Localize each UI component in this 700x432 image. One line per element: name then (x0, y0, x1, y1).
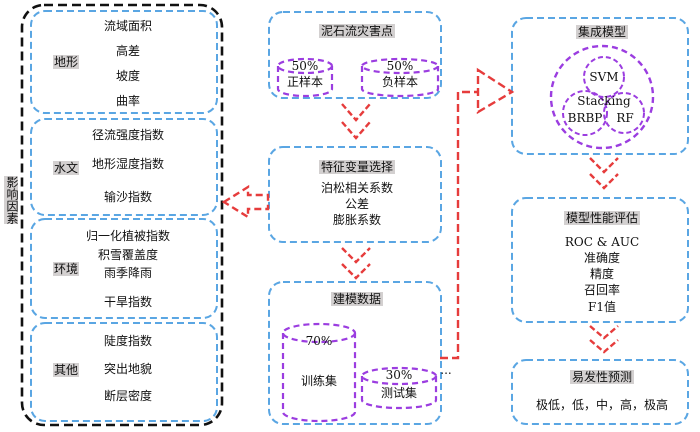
category-label-other: 其他 (52, 363, 80, 377)
svm-circle (583, 56, 625, 98)
negative-sample-cylinder (360, 66, 440, 98)
positive-sample-top (276, 57, 334, 75)
category-label-terrain: 地形 (52, 55, 80, 69)
ensemble-box (511, 17, 689, 155)
factor-item: 干旱指数 (103, 295, 153, 309)
arrow-ensemble-to-evaluation (589, 157, 619, 190)
train-pct: 70% (305, 334, 333, 348)
feature-item: 公差 (344, 197, 370, 211)
debris-title: 泥石流灾害点 (318, 24, 396, 38)
ensemble-title: 集成模型 (575, 25, 629, 39)
metric-item: 精度 (589, 267, 615, 281)
positive-label: 正样本 (286, 75, 324, 89)
test-label: 测试集 (380, 386, 418, 400)
test-pct: 30% (385, 368, 413, 382)
factor-item: 雨季降雨 (103, 266, 153, 280)
group-box-environment (30, 218, 218, 319)
prediction-box (511, 359, 689, 425)
feature-title: 特征变量选择 (318, 160, 396, 174)
factor-item: 陡度指数 (103, 334, 153, 348)
modeling-title: 建模数据 (330, 292, 384, 306)
metric-item: 准确度 (583, 251, 621, 265)
brbp-circle (562, 90, 608, 136)
negative-label: 负样本 (381, 75, 419, 89)
modeling-box (268, 281, 442, 425)
negative-pct: 50% (386, 59, 414, 73)
model-stacking: Stacking (577, 94, 631, 108)
arrow-debris-to-feature (341, 103, 371, 140)
group-box-other (30, 322, 218, 422)
train-label: 训练集 (300, 374, 338, 388)
arrow-evaluation-to-prediction (589, 325, 619, 354)
category-label-environment: 环境 (52, 262, 80, 276)
feature-item: 泊松相关系数 (320, 181, 394, 195)
positive-pct: 50% (291, 59, 319, 73)
arrow-feature-to-influence (221, 184, 270, 220)
group-box-hydrology (30, 118, 218, 216)
model-rf: RF (616, 111, 634, 125)
category-label-hydrology: 水文 (52, 161, 80, 175)
positive-sample-cylinder (276, 66, 334, 98)
influence-outer-frame (20, 3, 224, 427)
prediction-levels: 极低，低，中，高，极高 (535, 398, 669, 412)
factor-item: 径流强度指数 (91, 128, 165, 142)
metric-item: ROC & AUC (564, 235, 640, 249)
factor-item: 流域面积 (103, 19, 153, 33)
factor-item: 曲率 (115, 94, 141, 108)
prediction-title: 易发性预测 (569, 370, 635, 384)
ensemble-outer-circle (549, 44, 655, 150)
test-cylinder (360, 376, 438, 410)
evaluation-title: 模型性能评估 (563, 211, 641, 225)
negative-sample-top (360, 57, 440, 75)
group-box-terrain (30, 10, 218, 114)
arrow-modeling-to-ensemble (440, 67, 515, 360)
model-svm: SVM (589, 70, 619, 84)
factor-item: 断层密度 (103, 389, 153, 403)
test-cylinder-top (360, 366, 438, 386)
factor-item: 积雪覆盖度 (97, 248, 159, 262)
feature-item: 膨胀系数 (332, 213, 382, 227)
arrow-feature-to-modeling (341, 247, 371, 280)
debris-box (268, 11, 442, 99)
factor-item: 坡度 (115, 69, 141, 83)
metric-item: 召回率 (583, 283, 621, 297)
metric-item: F1值 (588, 300, 616, 314)
factor-item: 输沙指数 (103, 190, 153, 204)
factor-item: 突出地貌 (103, 362, 153, 376)
ellipsis-marker: ... (440, 363, 452, 377)
influence-factors-label: 影响因素 (4, 176, 19, 224)
train-cylinder-top (281, 322, 357, 344)
factor-item: 地形湿度指数 (91, 157, 165, 171)
model-brbp: BRBP (567, 111, 603, 125)
train-cylinder (281, 333, 357, 423)
rf-circle (603, 92, 645, 134)
factor-item: 高差 (115, 44, 141, 58)
factor-item: 归一化植被指数 (85, 229, 171, 243)
